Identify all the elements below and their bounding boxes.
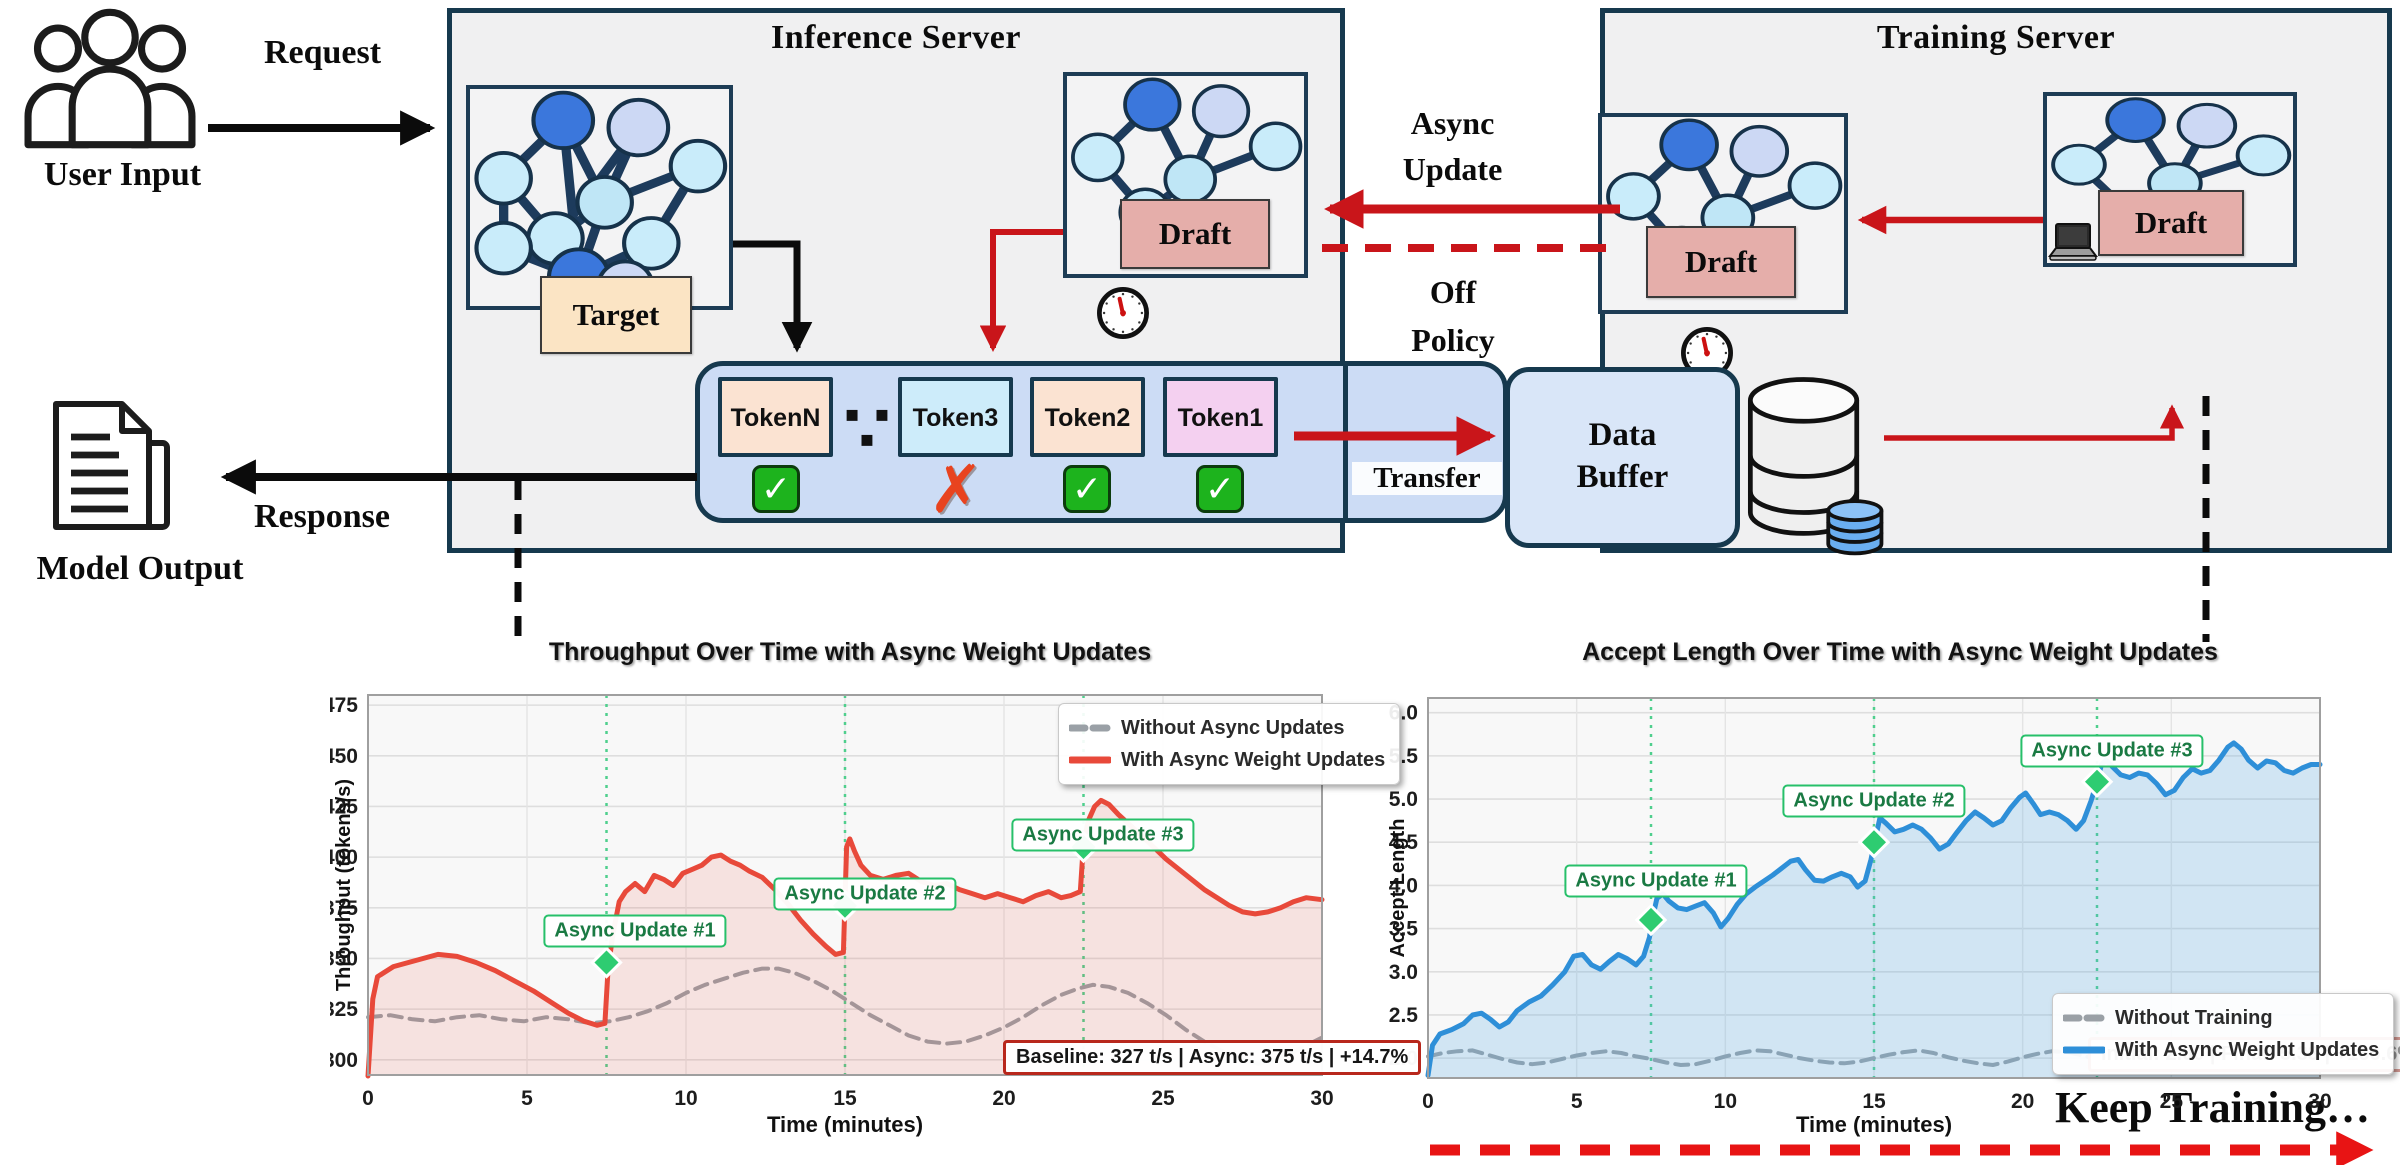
off-policy-label: Off Policy (1411, 274, 1495, 358)
annotation-async-update-1: Async Update #1 (1564, 864, 1748, 898)
y-tick-label: 3.0 (1389, 961, 1418, 984)
database-icon (1740, 370, 1888, 560)
summary-note: Baseline: 327 t/s | Async: 375 t/s | +14… (1003, 1040, 1422, 1075)
token-Token3: Token3 (898, 377, 1013, 457)
annotation-async-update-3: Async Update #3 (2020, 734, 2204, 768)
users-icon (15, 6, 205, 151)
x-tick-label: 0 (1422, 1090, 1434, 1113)
ellipsis-dots: ▪ ▪ ▪ (844, 402, 894, 452)
throughput-chart-title: Throughput Over Time with Async Weight U… (548, 638, 1152, 666)
user-input-label: User Input (43, 156, 202, 193)
accept-length-chart: 2.02.53.03.54.04.55.05.56.0051015202530T… (1387, 697, 2332, 1137)
x-tick-label: 25 (2160, 1090, 2184, 1113)
x-tick-label: 30 (2308, 1090, 2331, 1113)
token-Token1: Token1 (1163, 377, 1278, 457)
legend-item: Without Training (2063, 1006, 2273, 1029)
x-tick-label: 25 (1151, 1087, 1175, 1110)
x-tick-label: 15 (833, 1087, 857, 1110)
series-line-async (1425, 740, 2323, 1078)
x-tick-label: 10 (1714, 1090, 1737, 1113)
model-output-label: Model Output (36, 550, 244, 587)
x-tick-label: 15 (1862, 1090, 1886, 1113)
async-update-marker (1634, 903, 1668, 937)
y-tick-label: 400 (330, 846, 358, 869)
target-model-label: Target (540, 276, 692, 354)
x-tick-label: 30 (1310, 1087, 1333, 1110)
y-tick-label: 425 (330, 795, 358, 818)
x-tick-label: 20 (2011, 1090, 2034, 1113)
training-server-title: Training Server (1876, 19, 2116, 56)
accepted-check-icon: ✓ (1063, 465, 1111, 513)
y-tick-label: 375 (330, 897, 358, 920)
y-tick-label: 3.5 (1389, 918, 1419, 941)
y-tick-label: 450 (330, 745, 358, 768)
y-tick-label: 4.5 (1389, 831, 1419, 854)
y-tick-label: 350 (330, 947, 358, 970)
async-update-marker (590, 946, 623, 979)
token-Token2: Token2 (1030, 377, 1145, 457)
async-update-label: Async Update (1402, 105, 1503, 187)
x-tick-label: 10 (674, 1087, 697, 1110)
y-tick-label: 300 (330, 1049, 358, 1072)
x-axis-label: Time (minutes) (767, 1112, 923, 1137)
y-axis-label: Accept Length (1387, 819, 1409, 958)
y-tick-label: 4.0 (1389, 874, 1418, 897)
draft-model-label-training: Draft (1646, 226, 1796, 298)
draft-model-label-inference: Draft (1120, 199, 1270, 269)
inference-server-title: Inference Server (771, 19, 1021, 56)
response-label: Response (253, 498, 391, 535)
legend-item: With Async Weight Updates (1069, 748, 1386, 771)
accepted-check-icon: ✓ (752, 465, 800, 513)
accepted-check-icon: ✓ (1196, 465, 1244, 513)
annotation-async-update-1: Async Update #1 (543, 914, 727, 948)
server-divider (1343, 361, 1348, 523)
x-axis-label: Time (minutes) (1796, 1112, 1952, 1137)
data-buffer-box: Data Buffer (1505, 367, 1740, 548)
chart-legend: Without Training With Async Weight Updat… (2052, 993, 2395, 1075)
laptop-icon (2048, 222, 2098, 264)
target-network (466, 85, 733, 310)
y-axis-label: Throughput (tokens/s) (333, 779, 355, 991)
annotation-async-update-3: Async Update #3 (1011, 818, 1195, 852)
rejected-x-icon: ✗ (928, 451, 984, 528)
token-TokenN: TokenN (718, 377, 833, 457)
legend-item: Without Async Updates (1069, 716, 1345, 739)
transfer-label: Transfer (1352, 462, 1502, 495)
y-tick-label: 5.0 (1389, 788, 1418, 811)
x-tick-label: 20 (992, 1087, 1015, 1110)
annotation-async-update-2: Async Update #2 (773, 877, 957, 911)
chart-legend: Without Async Updates With Async Weight … (1058, 703, 1401, 785)
speculator-draft-label: Draft (2098, 190, 2244, 256)
y-tick-label: 475 (330, 694, 358, 717)
y-tick-label: 2.5 (1389, 1004, 1419, 1027)
async-update-marker (1857, 825, 1891, 859)
y-tick-label: 325 (330, 998, 358, 1021)
document-icon (35, 392, 185, 542)
annotation-async-update-2: Async Update #2 (1782, 784, 1966, 818)
series-line-baseline (366, 966, 1324, 1066)
accept-length-chart-title: Accept Length Over Time with Async Weigh… (1582, 638, 2218, 666)
keep-training-label: Keep Training… (2055, 1083, 2370, 1132)
x-tick-label: 5 (521, 1087, 533, 1110)
async-update-marker (2080, 765, 2114, 799)
x-tick-label: 0 (362, 1087, 374, 1110)
clock-icon-t-minus-1 (1096, 286, 1150, 340)
legend-item: With Async Weight Updates (2063, 1038, 2380, 1061)
request-label: Request (263, 34, 382, 71)
x-tick-label: 5 (1571, 1090, 1583, 1113)
